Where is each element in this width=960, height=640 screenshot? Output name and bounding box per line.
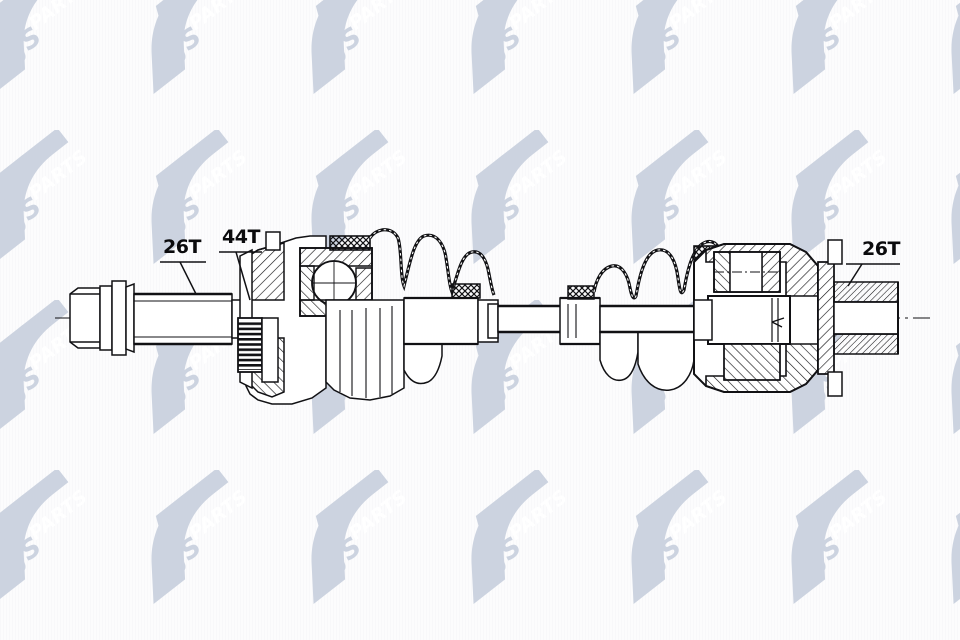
annotation-abs-tone-ring: 44T (222, 226, 260, 248)
annotation-spline-outer: 26T (163, 236, 201, 258)
annotation-spline-inner: 26T (862, 238, 900, 260)
